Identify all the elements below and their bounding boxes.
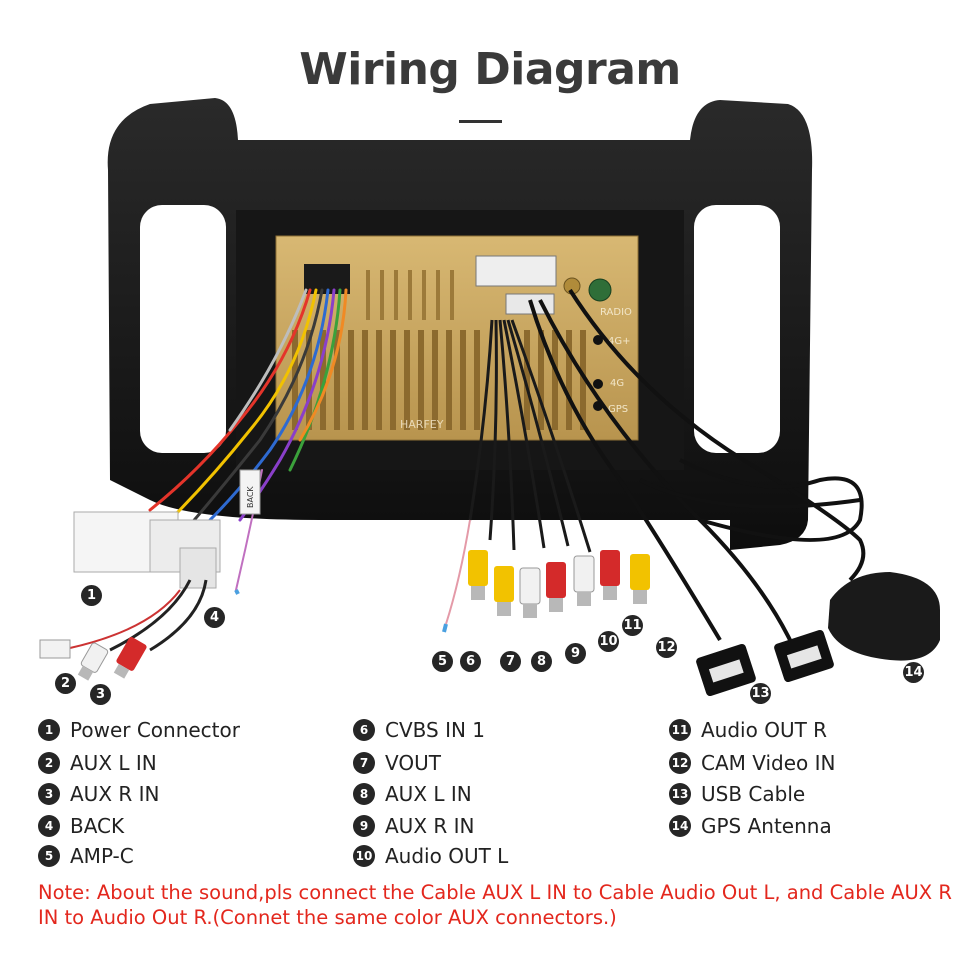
legend-number-12: 12 — [669, 752, 691, 774]
legend-item-6: 6 CVBS IN 1 — [353, 717, 485, 743]
legend-label-3: AUX R IN — [70, 782, 160, 806]
rca-audio-out-r — [600, 550, 620, 600]
legend-item-13: 13 USB Cable — [669, 781, 805, 807]
callout-12: 12 — [656, 637, 677, 658]
left-aux-cables — [39, 579, 240, 681]
legend-label-9: AUX R IN — [385, 814, 475, 838]
callout-5: 5 — [432, 651, 453, 672]
legend-label-10: Audio OUT L — [385, 844, 509, 868]
gps-antenna — [828, 572, 940, 661]
legend-label-12: CAM Video IN — [701, 751, 836, 775]
port-4g-label: 4G+ — [608, 336, 631, 347]
legend-label-5: AMP-C — [70, 844, 134, 868]
callout-4: 4 — [204, 607, 225, 628]
callout-8: 8 — [531, 651, 552, 672]
av-socket — [475, 255, 557, 287]
legend-item-2: 2 AUX L IN — [38, 750, 157, 776]
legend-number-11: 11 — [669, 719, 691, 741]
legend-label-8: AUX L IN — [385, 782, 472, 806]
legend-number-3: 3 — [38, 783, 60, 805]
back-tag — [239, 469, 261, 515]
legend-item-5: 5 AMP-C — [38, 843, 134, 869]
port-4g2-hole — [593, 379, 603, 389]
port-4g2-label: 4G — [610, 378, 624, 389]
legend-label-7: VOUT — [385, 751, 441, 775]
callout-7: 7 — [500, 651, 521, 672]
legend-number-4: 4 — [38, 815, 60, 837]
legend-item-11: 11 Audio OUT R — [669, 717, 827, 743]
legend-item-4: 4 BACK — [38, 813, 124, 839]
callout-14: 14 — [903, 662, 924, 683]
back-tag-label: BACK — [246, 486, 255, 508]
callout-6: 6 — [460, 651, 481, 672]
callout-1: 1 — [81, 585, 102, 606]
legend-number-8: 8 — [353, 783, 375, 805]
legend-number-10: 10 — [353, 845, 375, 867]
legend-label-4: BACK — [70, 814, 125, 838]
radio-port-label: RADIO — [600, 307, 632, 318]
legend-item-9: 9 AUX R IN — [353, 813, 475, 839]
head-unit-chassis: RADIO 4G+ 4G GPS HARFEY — [275, 235, 639, 441]
legend-number-1: 1 — [38, 719, 60, 741]
legend-item-14: 14 GPS Antenna — [669, 813, 832, 839]
legend-item-12: 12 CAM Video IN — [669, 750, 836, 776]
aux-r-rca — [113, 637, 147, 679]
watermark-text: HARFEY — [400, 418, 444, 431]
frame-left-cutout — [140, 205, 226, 453]
rca-vout — [494, 566, 514, 616]
legend-label-1: Power Connector — [70, 718, 240, 742]
usb-connectors — [696, 629, 834, 697]
frame-right-cutout — [694, 205, 780, 453]
legend-item-7: 7 VOUT — [353, 750, 441, 776]
legend-label-11: Audio OUT R — [701, 718, 828, 742]
legend-label-2: AUX L IN — [70, 751, 157, 775]
callout-2: 2 — [55, 673, 76, 694]
legend-item-3: 3 AUX R IN — [38, 781, 160, 807]
legend-number-6: 6 — [353, 719, 375, 741]
rca-plugs — [468, 550, 650, 618]
legend-number-13: 13 — [669, 783, 691, 805]
legend-number-7: 7 — [353, 752, 375, 774]
legend-label-6: CVBS IN 1 — [385, 718, 486, 742]
rca-aux-l-in — [519, 567, 541, 618]
legend-label-13: USB Cable — [701, 782, 806, 806]
center-rca-cables — [442, 319, 592, 633]
callout-11: 11 — [622, 615, 643, 636]
rca-aux-r-in — [546, 562, 566, 612]
power-connector — [73, 511, 221, 589]
title-underline — [459, 120, 502, 123]
rca-audio-out-l — [573, 555, 595, 606]
callout-13: 13 — [750, 683, 771, 704]
legend-number-9: 9 — [353, 815, 375, 837]
sound-connection-note: Note: About the sound,pls connect the Ca… — [38, 881, 952, 929]
port-4g-hole — [593, 335, 603, 345]
aux-l-rca — [77, 642, 109, 681]
legend-label-14: GPS Antenna — [701, 814, 832, 838]
legend-number-14: 14 — [669, 815, 691, 837]
callout-9: 9 — [565, 643, 586, 664]
page-title: Wiring Diagram — [299, 44, 681, 95]
legend-item-1: 1 Power Connector — [38, 717, 240, 743]
legend-number-5: 5 — [38, 845, 60, 867]
callout-10: 10 — [598, 631, 619, 652]
legend-item-8: 8 AUX L IN — [353, 781, 472, 807]
rca-cvbs-in-1 — [468, 550, 488, 600]
power-harness: BACK — [148, 288, 348, 591]
radio-antenna-port — [588, 278, 612, 302]
usb-gps-cables — [528, 288, 866, 642]
legend-item-10: 10 Audio OUT L — [353, 843, 508, 869]
callout-3: 3 — [90, 684, 111, 705]
legend-number-2: 2 — [38, 752, 60, 774]
rca-cam-video-in — [630, 554, 650, 604]
port-gps-label: GPS — [608, 404, 628, 415]
